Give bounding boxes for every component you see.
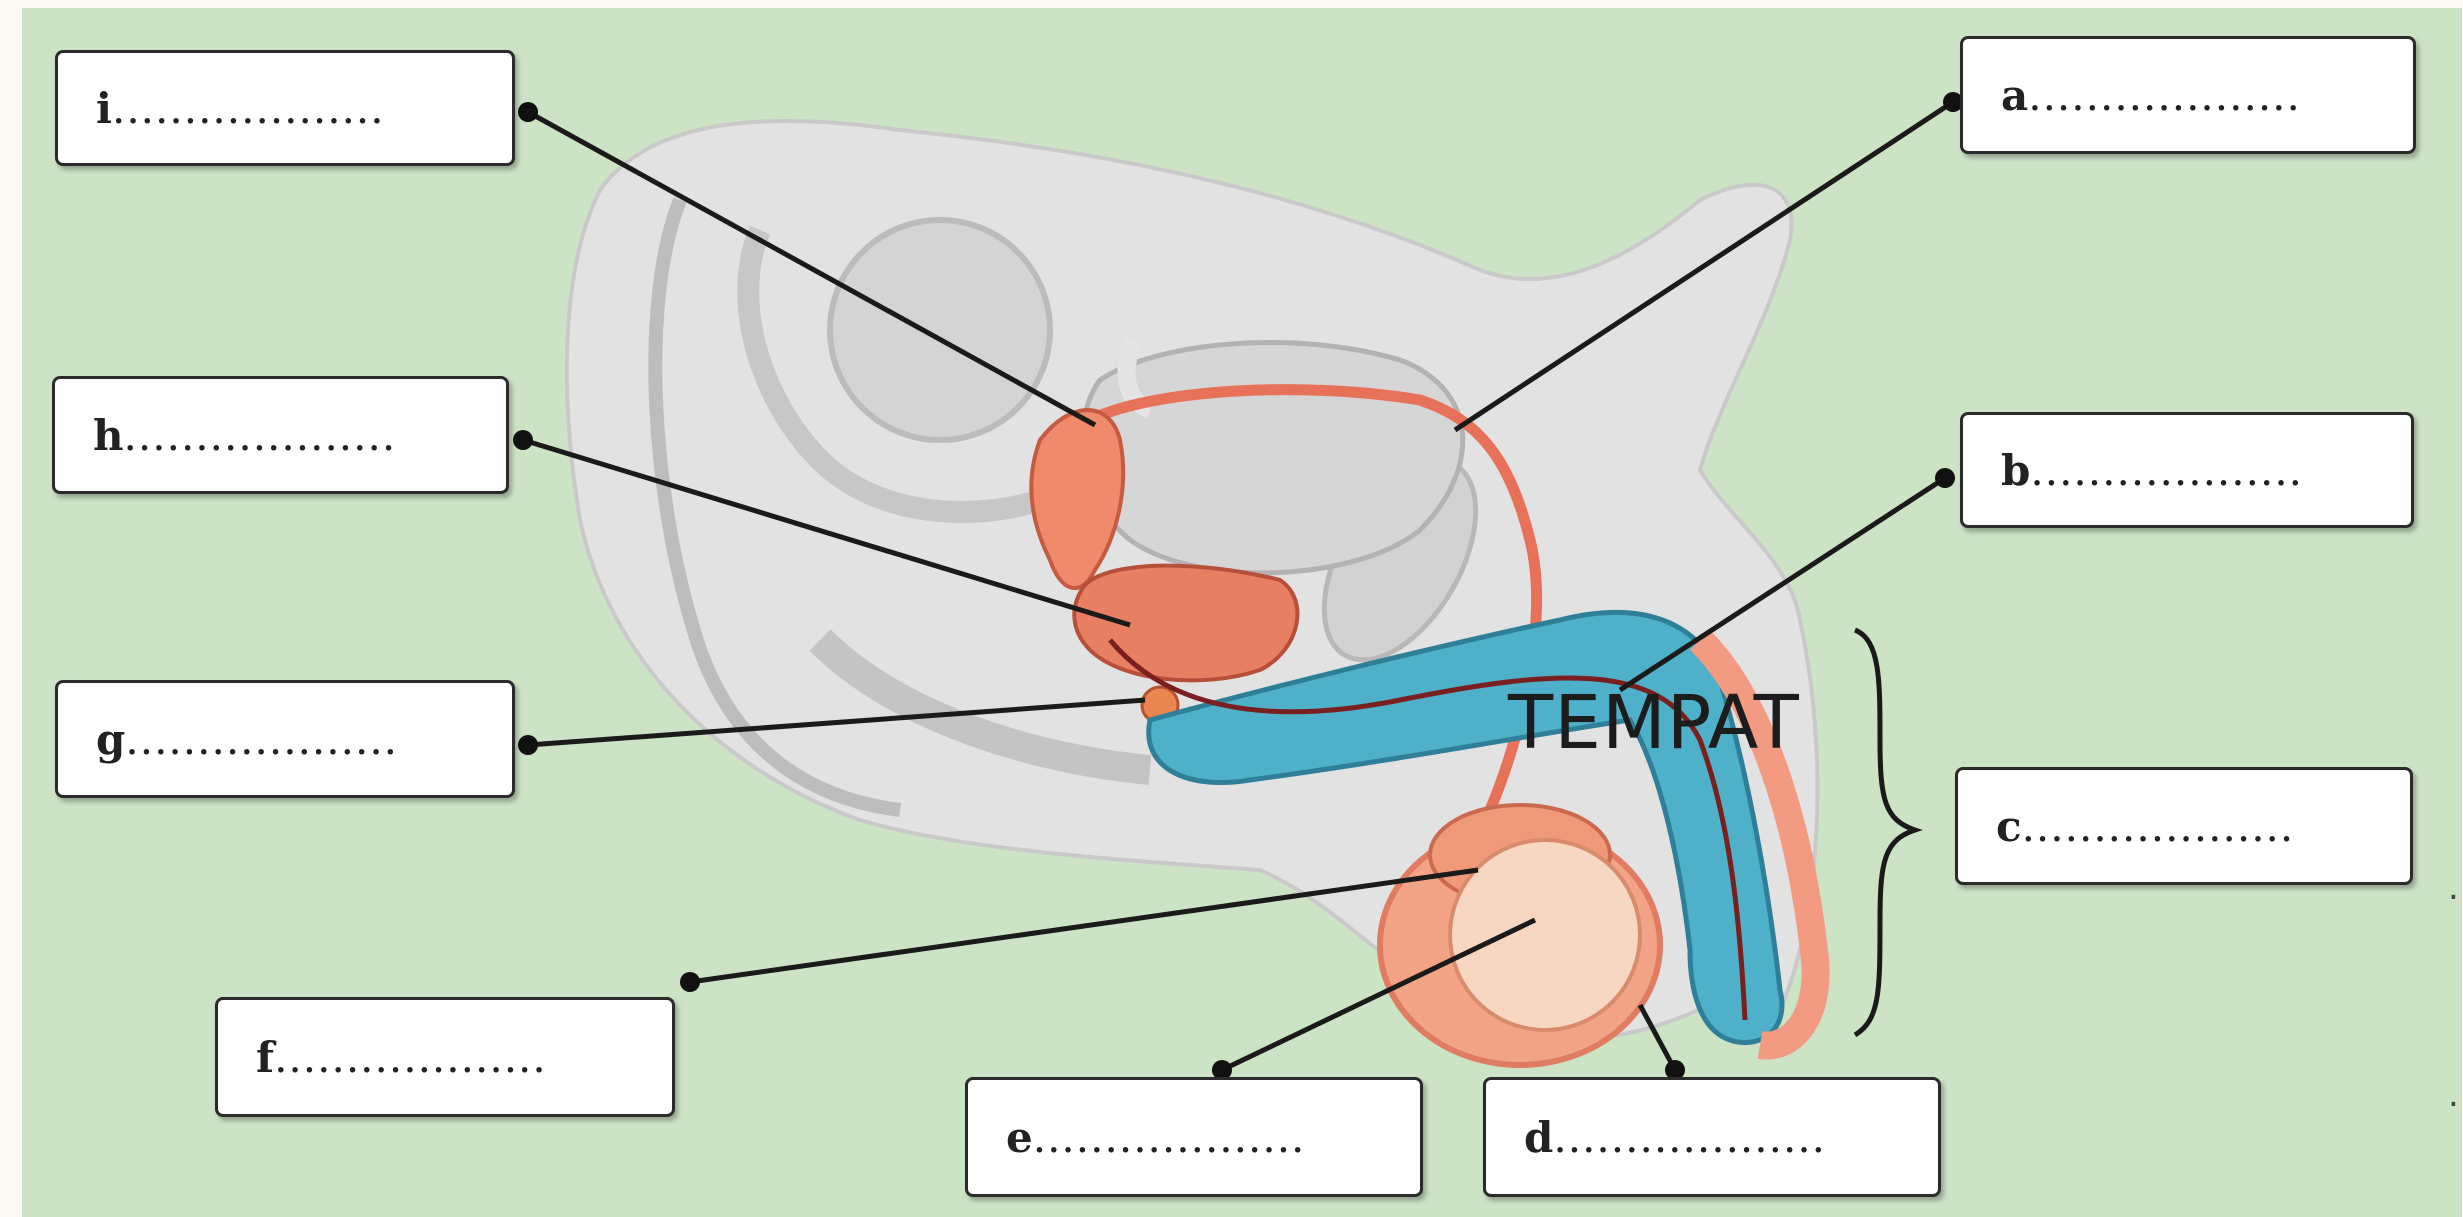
label-box-c[interactable]: c................... [1955,767,2413,885]
label-letter-e: e [1006,1113,1033,1162]
label-box-i[interactable]: i................... [55,50,515,166]
label-box-g[interactable]: g................... [55,680,515,798]
bladder [1083,343,1463,573]
blank-line: ................... [1553,1113,1826,1162]
label-letter-d: d [1524,1113,1553,1162]
blank-line: ................... [125,715,398,764]
brace-c [1855,630,1915,1035]
label-letter-f: f [256,1033,274,1082]
pelvic-bone [830,220,1050,440]
tempat-text-overlay: TEMPAT [1508,680,1800,766]
label-letter-i: i [96,84,112,133]
blank-line: ................... [2030,446,2303,495]
blank-line: ................... [112,84,385,133]
label-box-d[interactable]: d................... [1483,1077,1941,1197]
label-box-f[interactable]: f................... [215,997,675,1117]
label-letter-a: a [2001,71,2028,120]
label-letter-c: c [1996,802,2022,851]
blank-line: ................... [1033,1113,1306,1162]
blank-line: ................... [124,411,397,460]
prostate-gland [1074,566,1297,681]
label-letter-h: h [93,411,124,460]
label-box-h[interactable]: h................... [52,376,509,494]
blank-line: ................... [2022,802,2295,851]
testis [1450,840,1640,1030]
edge-mark-1: . [2448,868,2459,908]
label-box-e[interactable]: e................... [965,1077,1423,1197]
label-box-a[interactable]: a................... [1960,36,2416,154]
label-box-b[interactable]: b................... [1960,412,2414,528]
blank-line: ................... [2028,71,2301,120]
edge-mark-2: . [2448,1075,2459,1115]
label-letter-g: g [96,715,125,764]
blank-line: ................... [274,1033,547,1082]
label-letter-b: b [2001,446,2030,495]
